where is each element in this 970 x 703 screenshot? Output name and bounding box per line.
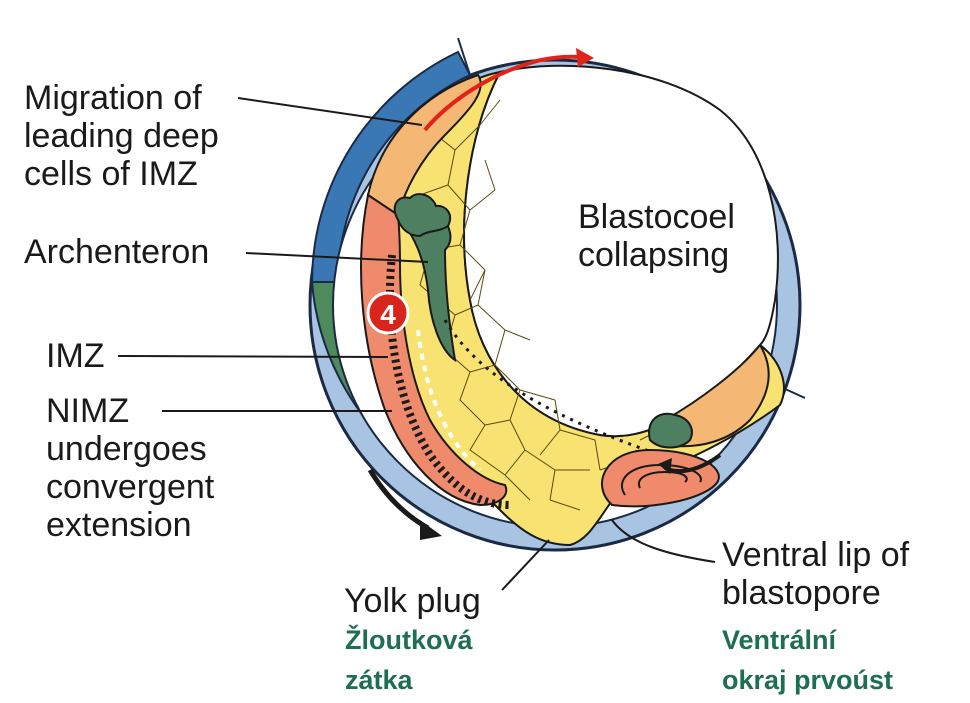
label-blastocoel: Blastocoel collapsing xyxy=(578,198,735,274)
label-imz: IMZ xyxy=(46,337,105,375)
label-migration: Migration of leading deep cells of IMZ xyxy=(24,79,219,193)
label-ventral-lip: Ventral lip of blastopore xyxy=(722,536,909,612)
step-badge-number: 4 xyxy=(380,299,396,330)
ventral-bottle-cells xyxy=(649,414,692,448)
step-badge: 4 xyxy=(368,293,408,333)
czech-yolk-plug: Žloutková zátka xyxy=(345,620,473,700)
label-yolk-plug: Yolk plug xyxy=(344,582,481,620)
czech-ventral-lip: Ventrální okraj prvoúst xyxy=(722,620,893,700)
label-archenteron: Archenteron xyxy=(24,233,209,271)
label-nimz: NIMZ undergoes convergent extension xyxy=(46,392,214,544)
